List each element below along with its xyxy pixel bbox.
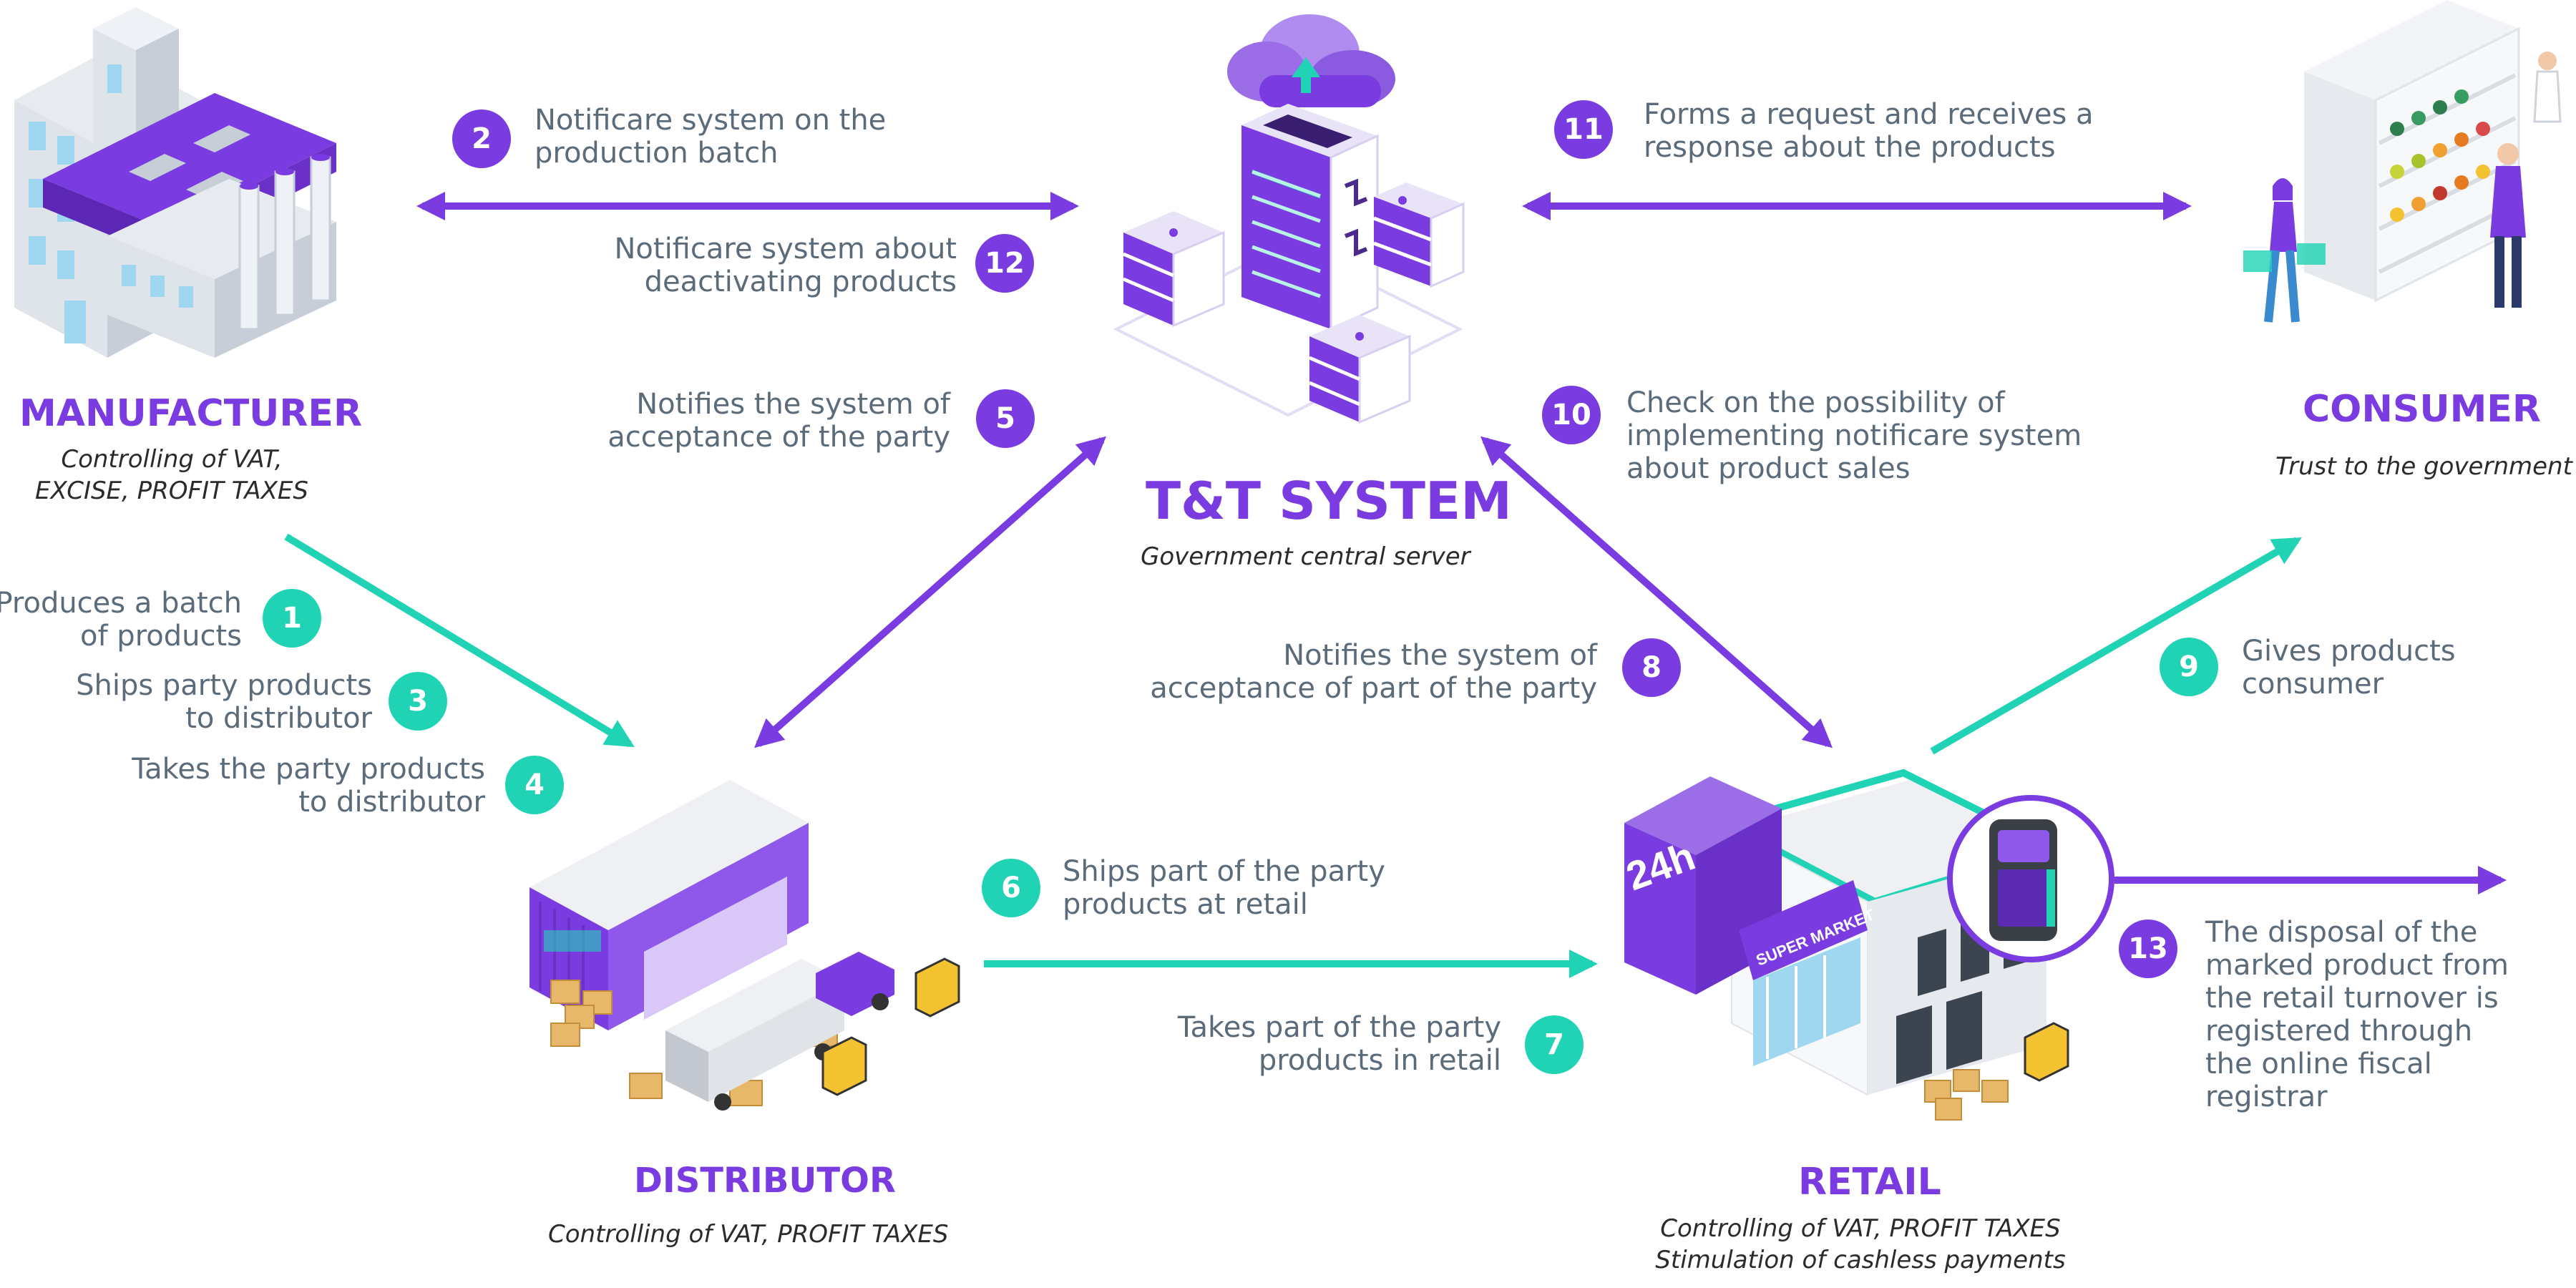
step-12-badge: 12	[975, 234, 1034, 293]
manufacturer-title: MANUFACTURER	[19, 392, 362, 435]
arrow-retail-consumer	[1930, 537, 2302, 755]
step-8-badge: 8	[1622, 638, 1681, 697]
step-6-badge: 6	[982, 859, 1040, 917]
arrow-system-distributor	[754, 436, 1106, 748]
distributor-title: DISTRIBUTOR	[634, 1161, 896, 1201]
retail-title: RETAIL	[1798, 1161, 1941, 1204]
fiscal-terminal-icon	[1947, 795, 2114, 962]
manufacturer-subtitle: Controlling of VAT, EXCISE, PROFIT TAXES	[35, 445, 308, 505]
shopper-man-icon	[2490, 52, 2562, 308]
step-3-badge: 3	[389, 672, 447, 731]
shopper-woman-icon	[2243, 178, 2326, 323]
step-11-badge: 11	[1554, 100, 1613, 159]
retail-subtitle: Controlling of VAT, PROFIT TAXES Stimula…	[1655, 1214, 2066, 1274]
consumer-shop-icon	[2243, 0, 2562, 323]
distributor-subtitle: Controlling of VAT, PROFIT TAXES	[548, 1220, 949, 1249]
forklift-icon	[821, 957, 960, 1096]
tt-system-title: T&T SYSTEM	[1146, 471, 1512, 531]
retail-shop-icon: 24h SUPER MARKET	[1621, 769, 2114, 1121]
step-13-badge: 13	[2119, 919, 2177, 978]
step-7-badge: 7	[1525, 1015, 1584, 1074]
retail-forklift-icon	[2024, 1022, 2069, 1082]
consumer-subtitle: Trust to the government	[2275, 452, 2572, 481]
arrow-manufacturer-distributor	[284, 533, 635, 748]
server-cluster-icon	[1113, 14, 1465, 424]
step-9-badge: 9	[2160, 638, 2218, 696]
truck-icon	[665, 952, 894, 1111]
cloud-icon	[1227, 14, 1395, 107]
step-2-badge: 2	[452, 109, 511, 168]
step-1-badge: 1	[263, 589, 321, 648]
tt-system-subtitle: Government central server	[1141, 542, 1470, 571]
step-5-badge: 5	[976, 389, 1035, 448]
step-10-badge: 10	[1542, 386, 1601, 444]
consumer-title: CONSUMER	[2303, 388, 2541, 431]
step-4-badge: 4	[505, 756, 564, 814]
warehouse-icon	[530, 780, 960, 1111]
arrow-system-retail	[1480, 436, 1833, 748]
factory-icon	[14, 7, 336, 358]
